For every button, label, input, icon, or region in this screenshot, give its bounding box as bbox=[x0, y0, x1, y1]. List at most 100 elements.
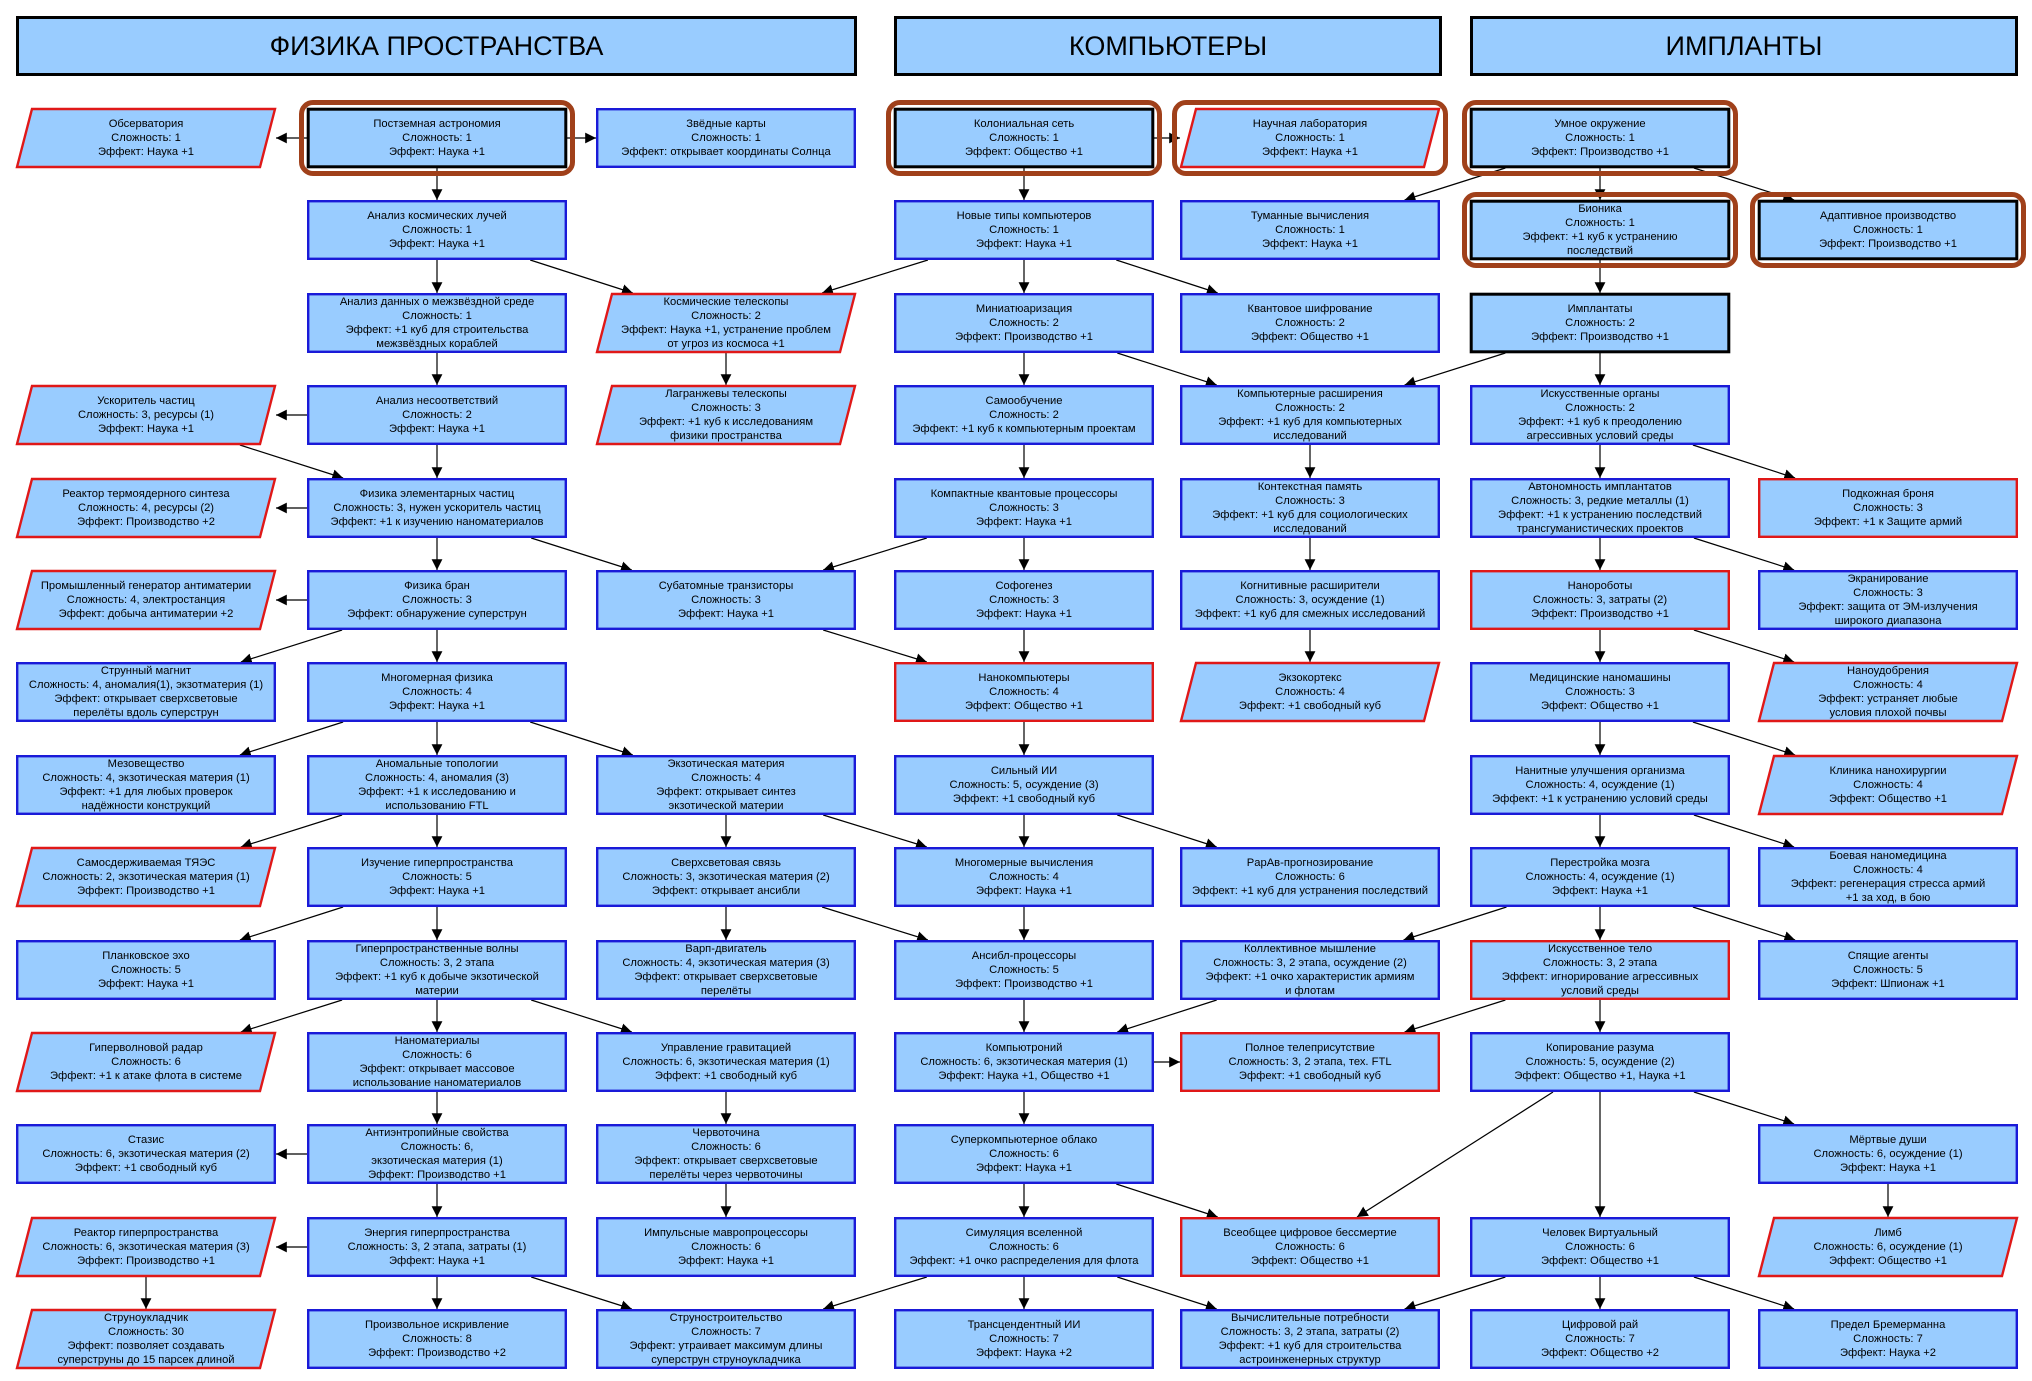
tech-node-shape bbox=[894, 662, 1155, 722]
edge-anomtop-to-samtyas bbox=[240, 814, 343, 849]
tech-node-detail: Эффект: +1 свободный куб bbox=[1238, 1070, 1382, 1082]
tech-node-detail: Эффект: Общество +1 bbox=[1250, 331, 1370, 343]
tech-node-detail: Эффект: Общество +1 bbox=[1828, 1255, 1948, 1267]
tech-node-detail: от угроз из космоса +1 bbox=[667, 338, 785, 350]
tech-node-shape bbox=[15, 569, 277, 631]
tech-node-detail: Сложность: 6, экзотическая материя (3) bbox=[42, 1241, 250, 1253]
tech-node-detail: Сложность: 6, bbox=[400, 1141, 474, 1153]
tech-node-detail: +1 за ход, в бою bbox=[1845, 892, 1931, 904]
tech-node-shape bbox=[307, 478, 568, 538]
tech-node-detail: Эффект: Наука +1 bbox=[975, 1162, 1073, 1174]
tech-node-detail: Сложность: 1 bbox=[402, 310, 472, 322]
